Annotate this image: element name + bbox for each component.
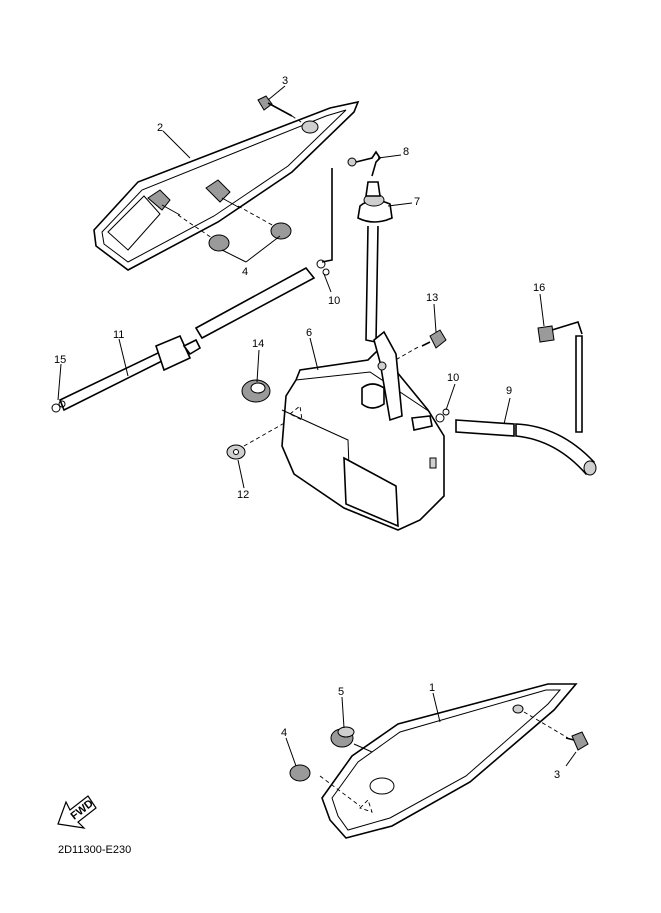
clip-right [435, 408, 450, 423]
callout-5: 5 [338, 686, 344, 698]
callout-3-lower: 3 [554, 769, 560, 781]
side-cover-upper [93, 100, 360, 271]
fwd-arrow-icon: FWD [57, 795, 97, 829]
hose-short [455, 419, 597, 476]
callout-4-upper: 4 [242, 266, 248, 278]
clip-upper [316, 259, 330, 276]
reservoir-tank [281, 330, 445, 531]
callout-10-upper: 10 [328, 295, 340, 307]
callout-14: 14 [252, 338, 264, 350]
grommet-5 [330, 726, 373, 753]
callout-numbers: 2 3 4 8 7 10 11 15 14 6 13 12 10 9 16 1 … [54, 75, 560, 781]
grommets-upper [177, 205, 292, 252]
diagram-code: 2D11300-E230 [58, 844, 132, 856]
callout-9: 9 [506, 385, 512, 397]
bolt-13 [421, 329, 447, 349]
wire-clamp [537, 321, 583, 433]
screw-upper [257, 95, 305, 125]
callout-10-right: 10 [447, 372, 459, 384]
callout-13: 13 [426, 292, 438, 304]
callout-6: 6 [306, 327, 312, 339]
grommet-lower [289, 764, 311, 782]
callout-15: 15 [54, 354, 66, 366]
callout-11: 11 [113, 329, 124, 341]
screw-lower [565, 731, 589, 751]
tank-cap [357, 181, 393, 343]
callout-2: 2 [157, 122, 163, 134]
breather-pipe [321, 150, 382, 263]
callout-3-upper: 3 [282, 75, 288, 87]
callout-8: 8 [403, 146, 409, 158]
callout-1: 1 [429, 682, 435, 694]
callout-7: 7 [414, 196, 420, 208]
callout-12: 12 [237, 489, 249, 501]
leader-lines [57, 85, 577, 767]
hose-long [58, 266, 316, 412]
side-cover-lower [319, 683, 578, 839]
callout-4-lower: 4 [281, 727, 287, 739]
clip-15 [51, 400, 66, 413]
grommet-14 [241, 379, 271, 403]
callout-16: 16 [533, 282, 545, 294]
